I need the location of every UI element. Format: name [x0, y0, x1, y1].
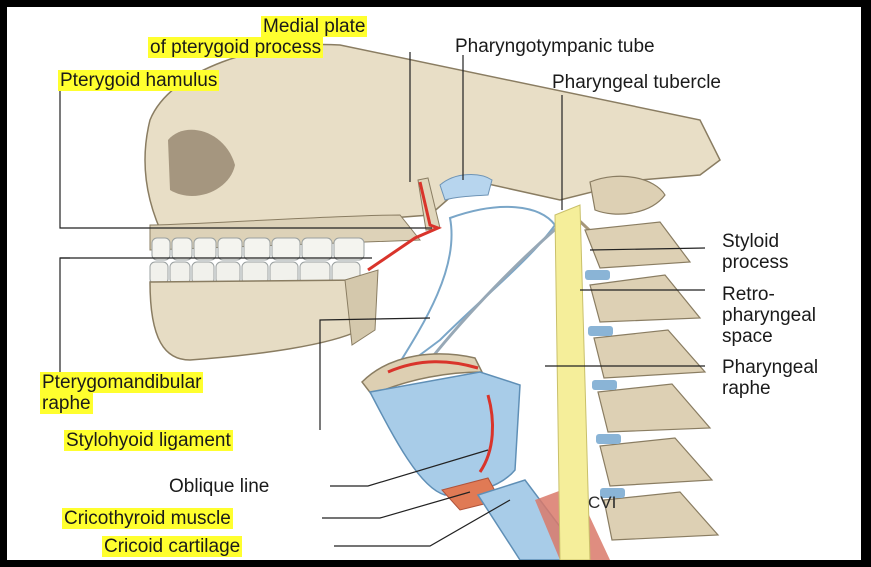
label-styloid-line1: Styloid [722, 231, 779, 252]
upper-teeth [152, 238, 364, 260]
cervical-spine [585, 176, 718, 540]
label-oblique-line: Oblique line [169, 476, 269, 497]
label-pterygomandibular-line2: raphe [40, 393, 93, 414]
retropharyngeal-space [555, 205, 590, 560]
label-stylohyoid-ligament: Stylohyoid ligament [64, 430, 233, 451]
label-medial-plate-line2: of pterygoid process [148, 37, 323, 58]
label-retro-line2: pharyngeal [722, 305, 816, 326]
thyroid-cartilage [370, 372, 520, 495]
label-cricoid-cartilage: Cricoid cartilage [102, 536, 242, 557]
label-pharyngeal-raphe-line1: Pharyngeal [722, 357, 818, 378]
label-pterygoid-hamulus: Pterygoid hamulus [58, 70, 219, 91]
label-styloid-line2: process [722, 252, 789, 273]
label-cvi: CVI [588, 492, 616, 513]
label-pharyngeal-raphe-line2: raphe [722, 378, 771, 399]
label-cricothyroid-muscle: Cricothyroid muscle [62, 508, 233, 529]
label-retro-line1: Retro- [722, 284, 775, 305]
pharynx-wall [392, 207, 555, 375]
label-retro-line3: space [722, 326, 773, 347]
label-medial-plate-line1: Medial plate [261, 16, 367, 37]
label-pharyngeal-tubercle: Pharyngeal tubercle [552, 72, 721, 93]
label-pterygomandibular-line1: Pterygomandibular [40, 372, 203, 393]
label-pharyngotympanic-tube: Pharyngotympanic tube [455, 36, 655, 57]
